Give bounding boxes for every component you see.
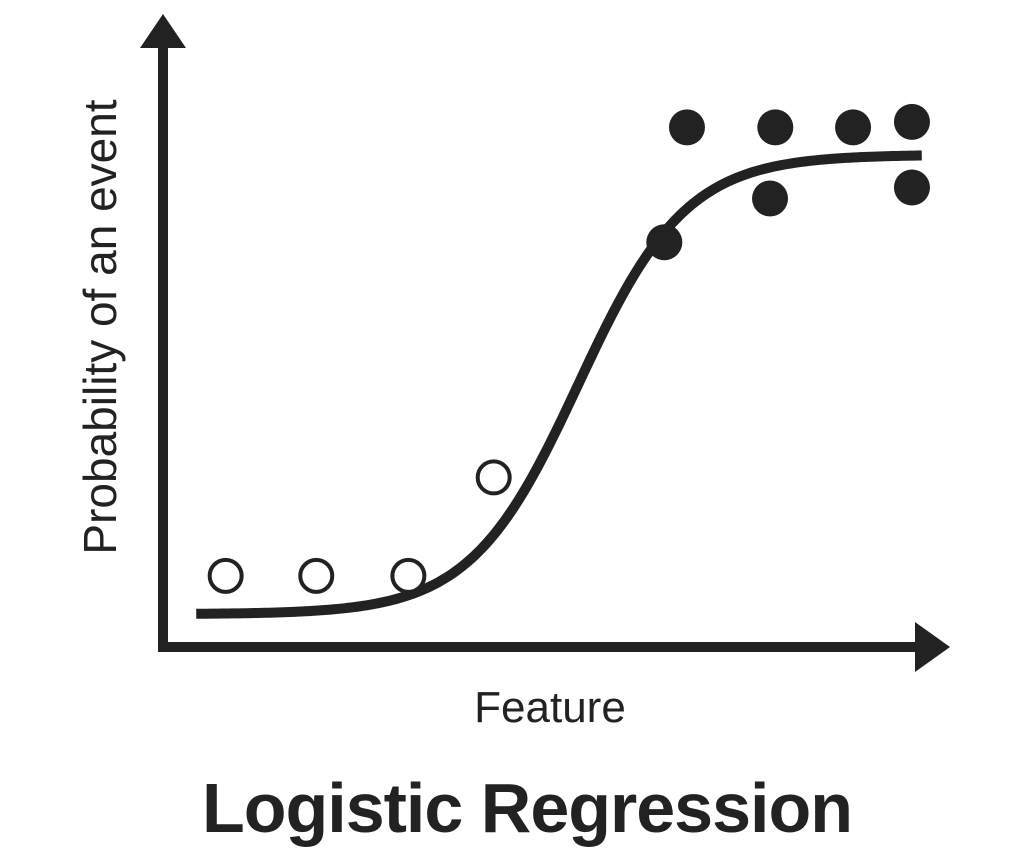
x-axis-arrow-icon xyxy=(915,622,950,672)
y-axis-arrow-icon xyxy=(140,14,186,48)
filled-data-point xyxy=(646,224,683,261)
filled-data-point xyxy=(893,103,930,140)
data-points xyxy=(207,103,930,594)
hollow-data-point xyxy=(207,557,244,594)
y-axis-label: Probability of an event xyxy=(74,99,126,554)
chart-title: Logistic Regression xyxy=(202,769,852,847)
hollow-data-point xyxy=(475,459,512,496)
filled-data-point xyxy=(893,169,930,206)
filled-data-point xyxy=(757,109,794,146)
x-axis-label: Feature xyxy=(474,683,626,732)
filled-data-point xyxy=(668,109,705,146)
sigmoid-curve xyxy=(196,150,922,619)
filled-data-point xyxy=(752,180,789,217)
hollow-data-point xyxy=(390,557,427,594)
filled-data-point xyxy=(835,109,872,146)
axes xyxy=(140,14,950,672)
hollow-data-point xyxy=(298,557,335,594)
